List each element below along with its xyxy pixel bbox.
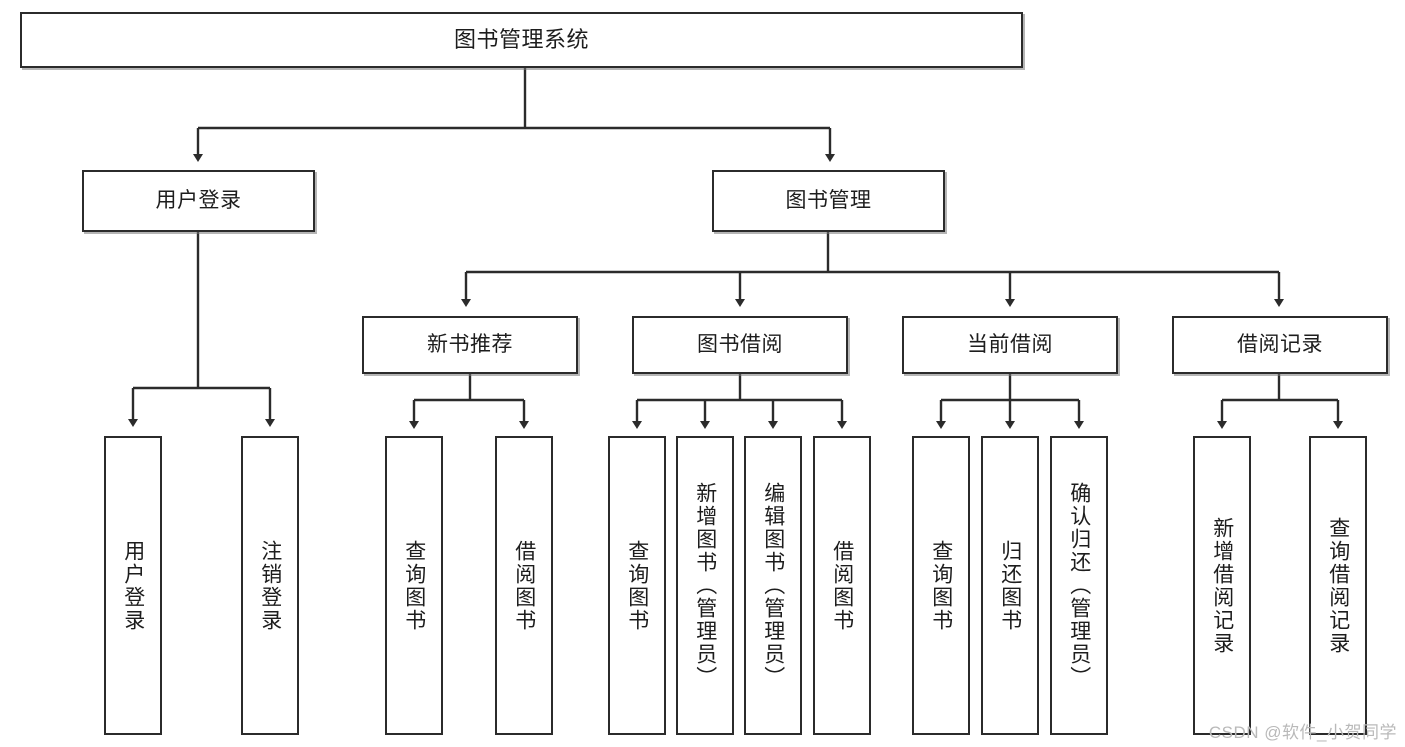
node-user-login-label: 用户登录 <box>155 188 242 212</box>
leaf-return-book-label: 归还图书 <box>998 539 1022 632</box>
leaf-query-book-1[interactable]: 查询图书 <box>385 436 443 735</box>
leaf-borrow-book-2-label: 借阅图书 <box>830 539 854 632</box>
node-new-book-recommend[interactable]: 新书推荐 <box>362 316 578 374</box>
node-book-manage-label: 图书管理 <box>785 188 872 212</box>
leaf-borrow-book-1-label: 借阅图书 <box>512 539 536 632</box>
leaf-borrow-book-1[interactable]: 借阅图书 <box>495 436 553 735</box>
leaf-query-book-3[interactable]: 查询图书 <box>912 436 970 735</box>
leaf-query-borrow-record[interactable]: 查询借阅记录 <box>1309 436 1367 735</box>
node-book-borrow-label: 图书借阅 <box>697 332 783 356</box>
node-borrow-record-label: 借阅记录 <box>1237 332 1323 356</box>
leaf-query-borrow-record-label: 查询借阅记录 <box>1326 516 1350 655</box>
node-book-borrow[interactable]: 图书借阅 <box>632 316 848 374</box>
leaf-borrow-book-2[interactable]: 借阅图书 <box>813 436 871 735</box>
node-user-login[interactable]: 用户登录 <box>82 170 315 232</box>
leaf-query-book-2-label: 查询图书 <box>625 539 649 632</box>
leaf-add-borrow-record-label: 新增借阅记录 <box>1210 516 1234 655</box>
leaf-confirm-return-admin-label: 确认归还（管理员） <box>1067 482 1091 689</box>
leaf-logout-login-label: 注销登录 <box>258 539 282 632</box>
leaf-add-borrow-record[interactable]: 新增借阅记录 <box>1193 436 1251 735</box>
leaf-add-book-admin-label: 新增图书（管理员） <box>693 482 717 689</box>
node-root-label: 图书管理系统 <box>453 27 589 53</box>
leaf-edit-book-admin[interactable]: 编辑图书（管理员） <box>744 436 802 735</box>
leaf-add-book-admin[interactable]: 新增图书（管理员） <box>676 436 734 735</box>
leaf-edit-book-admin-label: 编辑图书（管理员） <box>761 482 785 689</box>
node-new-book-recommend-label: 新书推荐 <box>427 332 513 356</box>
leaf-query-book-2[interactable]: 查询图书 <box>608 436 666 735</box>
leaf-query-book-3-label: 查询图书 <box>929 539 953 632</box>
node-borrow-record[interactable]: 借阅记录 <box>1172 316 1388 374</box>
watermark: CSDN @软件_小贺同学 <box>1208 723 1397 742</box>
leaf-confirm-return-admin[interactable]: 确认归还（管理员） <box>1050 436 1108 735</box>
node-root[interactable]: 图书管理系统 <box>20 12 1023 68</box>
leaf-logout-login[interactable]: 注销登录 <box>241 436 299 735</box>
leaf-query-book-1-label: 查询图书 <box>402 539 426 632</box>
node-current-borrow-label: 当前借阅 <box>967 332 1053 356</box>
leaf-return-book[interactable]: 归还图书 <box>981 436 1039 735</box>
node-current-borrow[interactable]: 当前借阅 <box>902 316 1118 374</box>
leaf-user-login[interactable]: 用户登录 <box>104 436 162 735</box>
node-book-manage[interactable]: 图书管理 <box>712 170 945 232</box>
leaf-user-login-label: 用户登录 <box>121 539 145 632</box>
